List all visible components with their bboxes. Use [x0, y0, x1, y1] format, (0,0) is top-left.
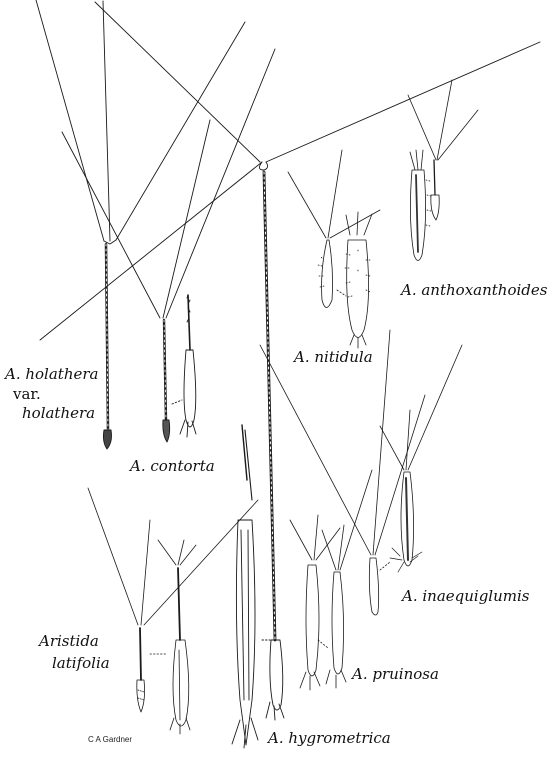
nitidula-specimen — [287, 149, 381, 349]
label-pruinosa: A. pruinosa — [352, 665, 439, 683]
hygrometrica-specimen — [39, 1, 541, 749]
label-anthoxanthoides: A. anthoxanthoides — [401, 281, 548, 299]
label-holathera-variety: holathera — [22, 404, 96, 422]
label-latifolia-genus: Aristida — [39, 632, 99, 650]
anthoxanthoides-specimen — [407, 79, 479, 261]
label-hygrometrica: A. hygrometrica — [268, 729, 391, 747]
label-inaequiglumis: A. inaequiglumis — [402, 587, 530, 605]
label-nitidula: A. nitidula — [294, 348, 373, 366]
contorta-specimen — [61, 48, 276, 443]
artist-signature: C A Gardner — [88, 735, 133, 744]
pruinosa-specimen — [289, 469, 373, 691]
inaequiglumis-specimen — [259, 329, 463, 616]
label-holathera: A. holathera — [5, 365, 99, 383]
label-contorta: A. contorta — [130, 457, 215, 475]
holathera-specimen — [35, 0, 246, 450]
label-holathera-var: var. — [13, 385, 41, 403]
label-latifolia-species: latifolia — [52, 654, 110, 672]
latifolia-specimen — [87, 487, 259, 735]
